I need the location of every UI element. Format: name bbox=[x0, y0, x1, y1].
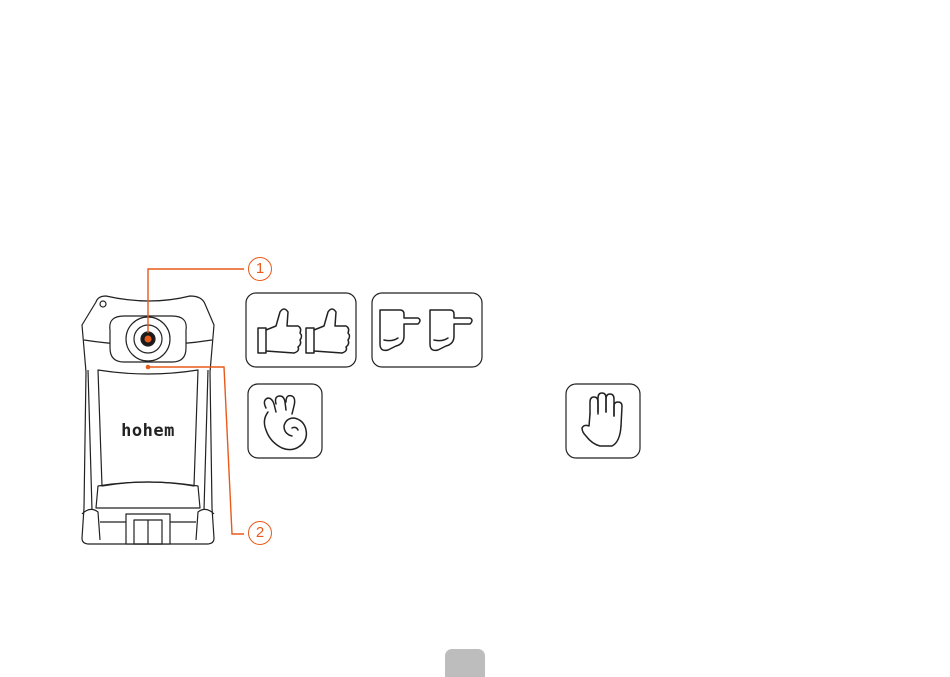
callout-number-1: 1 bbox=[248, 257, 272, 281]
indicator-light bbox=[146, 365, 151, 370]
camera-lens-highlight bbox=[145, 336, 152, 343]
gesture-card-thumbs-up bbox=[246, 293, 356, 367]
brand-logo-text: hohem bbox=[112, 421, 184, 441]
callout-number-2: 2 bbox=[248, 521, 272, 545]
gesture-card-palm bbox=[566, 384, 640, 458]
gesture-card-l-hand bbox=[372, 293, 482, 367]
gesture-card-ok bbox=[248, 384, 322, 458]
